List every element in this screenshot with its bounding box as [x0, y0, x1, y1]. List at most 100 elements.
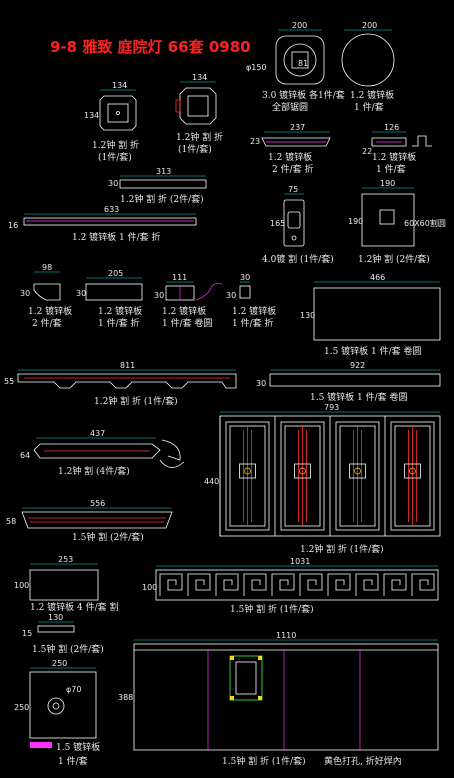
dim-width: 111 — [172, 273, 187, 282]
part-cap-round: 200 1.2 镀锌板 1 件/套 — [341, 21, 395, 113]
label-1: 1.5钟 割 折 (1件/套) — [222, 755, 306, 767]
label-2: (1件/套) — [98, 151, 132, 163]
label-2: (1件/套) — [178, 143, 212, 155]
label-2: 1 件/套 — [354, 101, 384, 113]
label-1: 1.2 镀锌板 — [98, 305, 142, 317]
dim-height: 130 — [300, 311, 315, 320]
dim-width: 134 — [192, 73, 207, 82]
dim-height: 30 — [20, 289, 30, 298]
dim-width: 237 — [290, 123, 305, 132]
dim-height: 100 — [142, 583, 157, 592]
part-633: 633 16 1.2 镀锌板 1 件/套 折 — [8, 205, 197, 243]
label-1: 1.2 镀锌板 — [268, 151, 312, 163]
dim-phi: φ150 — [246, 63, 267, 72]
dim-width: 811 — [120, 361, 135, 370]
label-1: 1.5 镀锌板 — [56, 741, 100, 753]
label-1: 4.0镀 割 (1件/套) — [262, 253, 334, 265]
dim-height: 23 — [250, 137, 260, 146]
dim-width: 126 — [384, 123, 399, 132]
dim-height: 30 — [108, 179, 118, 188]
label-2: 1 件/套 — [58, 755, 88, 767]
label-2: 2 件/套 折 — [272, 163, 313, 175]
dim-height: 15 — [22, 629, 32, 638]
part-126: 126 22 1.2 镀锌板 1 件/套 — [362, 123, 432, 175]
dim-height: 440 — [204, 477, 219, 486]
part-1031: 1031 100 1.5钟 割 折 (1件/套) — [142, 557, 439, 615]
part-130: 130 15 1.5钟 割 (2件/套) — [22, 613, 104, 655]
label-1: 1.5 镀锌板 1 件/套 卷圆 — [324, 345, 422, 357]
label-1: 1.2 镀锌板 — [350, 89, 394, 101]
label-1: 1.2 镀锌板 4 件/套 割 — [30, 601, 119, 613]
dim-width: 30 — [240, 273, 250, 282]
label-1: 1.2钟 割 折 (1件/套) — [94, 395, 178, 407]
part-111: 111 30 1.2 镀锌板 1 件/套 卷圆 — [154, 273, 223, 329]
label-1: 1.2钟 割 折 (1件/套) — [300, 543, 384, 555]
dim-height: 30 — [226, 291, 236, 300]
dim-width: 205 — [108, 269, 123, 278]
label-1: 3.0 镀锌板 各1件/套 — [262, 89, 345, 101]
part-466: 466 130 1.5 镀锌板 1 件/套 卷圆 — [300, 273, 441, 357]
dim-width: 313 — [156, 167, 171, 176]
label-2: 全部锯圆 — [272, 101, 308, 113]
part-30: 30 30 1.2 镀锌板 1 件/套 折 — [226, 273, 276, 329]
label-1: 1.2钟 割 (4件/套) — [58, 465, 130, 477]
dim-height: 22 — [362, 147, 372, 156]
dim-height: 165 — [270, 219, 285, 228]
part-437: 437 64 1.2钟 割 (4件/套) — [20, 429, 185, 477]
dim-height: 64 — [20, 451, 30, 460]
dim-phi: φ70 — [66, 685, 81, 694]
label-2: 1 件/套 折 — [232, 317, 273, 329]
drawing-title: 9-8 雅致 庭院灯 66套 0980 — [50, 38, 251, 56]
label-1: 1.2 镀锌板 — [372, 151, 416, 163]
dim-width: 75 — [288, 185, 298, 194]
dim-width: 1110 — [276, 631, 296, 640]
dim-width: 250 — [52, 659, 67, 668]
label-1: 1.5钟 割 (2件/套) — [72, 531, 144, 543]
part-205: 205 30 1.2 镀锌板 1 件/套 折 — [76, 269, 143, 329]
label-2: 黄色打孔, 折好焊內 — [324, 755, 402, 767]
dim-width: 556 — [90, 499, 105, 508]
dim-height: 58 — [6, 517, 16, 526]
dim-height: 30 — [76, 289, 86, 298]
part-134-a: 134 134 1.2钟 割 折 (1件/套) — [84, 81, 139, 163]
part-250: 250 250 φ70 1.5 镀锌板 1 件/套 — [14, 659, 100, 767]
label-1: 1.2 镀锌板 — [162, 305, 206, 317]
label-2: 2 件/套 — [32, 317, 62, 329]
dim-height: 30 — [256, 379, 266, 388]
label-1: 1.2钟 割 折 — [92, 139, 139, 151]
label-2: 1 件/套 折 — [98, 317, 139, 329]
dim-height: 388 — [118, 693, 133, 702]
label-1: 1.2 镀锌板 — [28, 305, 72, 317]
dim-width: 134 — [112, 81, 127, 90]
dim-height: 55 — [4, 377, 14, 386]
part-922: 922 30 1.5 镀锌板 1 件/套 卷圆 — [256, 361, 441, 403]
part-75: 75 165 4.0镀 割 (1件/套) — [262, 185, 334, 265]
part-190: 190 190 60X60割圆 1.2钟 割 (2件/套) — [348, 179, 446, 265]
part-253: 253 100 1.2 镀锌板 4 件/套 割 — [14, 555, 119, 613]
label-1: 1.5钟 割 (2件/套) — [32, 643, 104, 655]
label-1: 1.2钟 割 折 (2件/套) — [120, 193, 204, 205]
dim-height: 134 — [84, 111, 99, 120]
dim-width: 200 — [292, 21, 307, 30]
label-1: 1.2 镀锌板 — [232, 305, 276, 317]
dim-height: 190 — [348, 217, 363, 226]
dim-width: 633 — [104, 205, 119, 214]
dim-height: 30 — [154, 291, 164, 300]
dim-width: 253 — [58, 555, 73, 564]
part-237: 237 23 1.2 镀锌板 2 件/套 折 — [250, 123, 331, 175]
dim-height: 100 — [14, 581, 29, 590]
label-1: 1.5钟 割 折 (1件/套) — [230, 603, 314, 615]
dim-width: 1031 — [290, 557, 310, 566]
label-2: 1 件/套 — [376, 163, 406, 175]
part-793: 793 440 1.2钟 割 折 (1件/套) — [204, 403, 441, 555]
part-98: 98 30 1.2 镀锌板 2 件/套 — [20, 263, 72, 329]
label-2: 1 件/套 卷圆 — [162, 317, 212, 329]
part-cap-square: 200 81 φ150 3.0 镀锌板 各1件/套 全部锯圆 — [246, 21, 345, 113]
label-1: 1.2钟 割 折 — [176, 131, 223, 143]
label-1: 1.5 镀锌板 1 件/套 卷圆 — [310, 391, 408, 403]
part-556: 556 58 1.5钟 割 (2件/套) — [6, 499, 173, 543]
dim-inner: 81 — [298, 59, 308, 68]
label-1: 1.2钟 割 (2件/套) — [358, 253, 430, 265]
label-1: 1.2 镀锌板 1 件/套 折 — [72, 231, 161, 243]
